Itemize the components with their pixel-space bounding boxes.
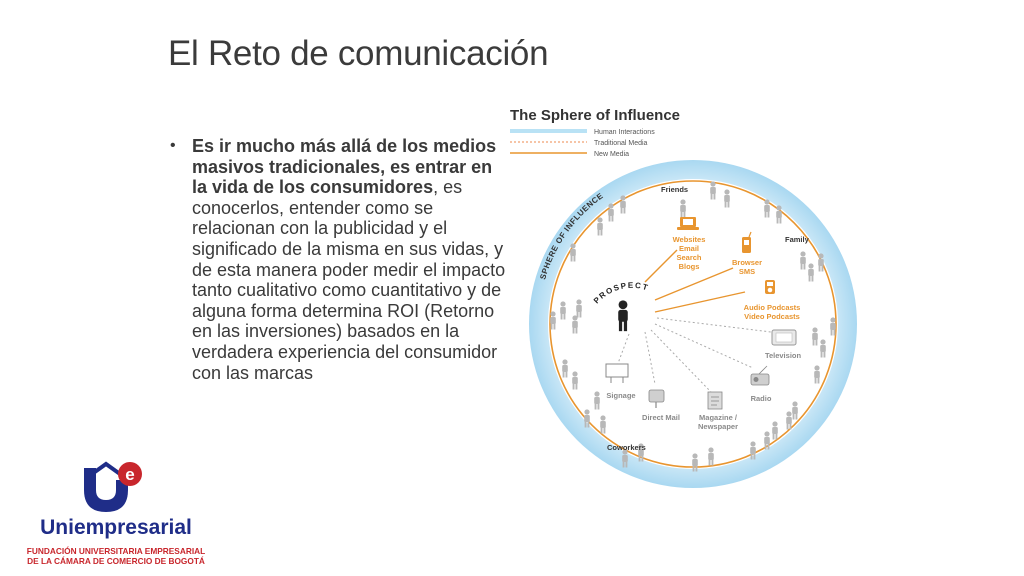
sphere-of-influence-diagram: The Sphere of Influence Human Interactio… [505, 100, 865, 490]
new-media-connectors [644, 249, 746, 313]
bullet-rest-text: , es conocerlos, entender como se relaci… [192, 177, 506, 383]
bullet-dot: • [170, 137, 176, 154]
logo-name: Uniempresarial [40, 516, 192, 539]
audio-label-line2: Video Podcasts [744, 312, 800, 321]
group-family: Family [785, 235, 810, 244]
legend-newmedia-label: New Media [594, 151, 629, 158]
mobile-phone-icon [742, 231, 752, 253]
laptop-icon [677, 217, 699, 230]
web-label-line2: Email [679, 244, 699, 253]
traditional-media-connectors [616, 317, 772, 393]
radio-icon [750, 365, 770, 386]
legend-human-label: Human Interactions [594, 129, 655, 136]
phone-label-line2: SMS [739, 267, 755, 276]
web-label-line3: Search [676, 253, 701, 262]
diagram-title: The Sphere of Influence [510, 107, 680, 124]
mailbox-icon [648, 389, 665, 408]
bullet-text: Es ir mucho más allá de los medios masiv… [192, 136, 510, 383]
diagram-legend: Human Interactions Traditional Media New… [510, 129, 655, 158]
phone-label-line1: Browser [732, 258, 762, 267]
magazine-label-line2: Newspaper [698, 422, 738, 431]
traditional-media-labels: Television Radio Magazine / Newspaper Di… [606, 351, 801, 431]
logo-emblem-icon: e [84, 461, 142, 512]
new-media-labels: Websites Email Search Blogs Browser SMS … [673, 235, 801, 321]
signage-label: Signage [606, 391, 635, 400]
magazine-label-line1: Magazine / [699, 413, 738, 422]
logo-subtitle-line2: DE LA CÁMARA DE COMERCIO DE BOGOTÁ [27, 556, 205, 566]
web-label-line4: Blogs [679, 262, 700, 271]
ipod-icon [765, 280, 775, 294]
group-coworkers: Coworkers [607, 443, 646, 452]
billboard-icon [605, 363, 629, 383]
inner-sphere [548, 179, 838, 469]
web-label-line1: Websites [673, 235, 706, 244]
magazine-icon [707, 391, 723, 410]
svg-text:e: e [125, 465, 134, 484]
television-icon [771, 329, 797, 346]
direct-mail-label: Direct Mail [642, 413, 680, 422]
legend-traditional-label: Traditional Media [594, 140, 648, 147]
logo-subtitle-line1: FUNDACIÓN UNIVERSITARIA EMPRESARIAL [26, 546, 206, 556]
radio-label: Radio [751, 394, 772, 403]
uniempresarial-logo: e Uniempresarial FUNDACIÓN UNIVERSITARIA… [16, 460, 216, 570]
group-friends: Friends [661, 185, 688, 194]
audio-label-line1: Audio Podcasts [744, 303, 801, 312]
bullet-point: • Es ir mucho más allá de los medios mas… [170, 136, 510, 383]
television-label: Television [765, 351, 802, 360]
bullet-bold-text: Es ir mucho más allá de los medios masiv… [192, 136, 497, 198]
slide-title: El Reto de comunicación [168, 34, 549, 73]
